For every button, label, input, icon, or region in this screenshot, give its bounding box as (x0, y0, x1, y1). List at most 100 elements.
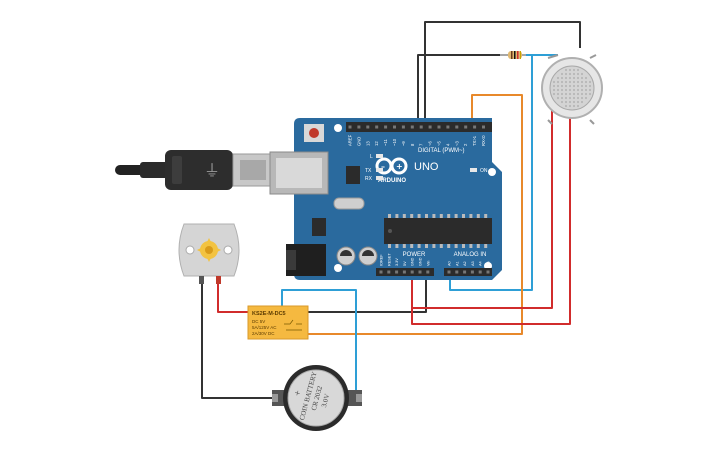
mesh-dot (568, 68, 572, 72)
digital-pin-hole[interactable] (482, 125, 485, 129)
mesh-dot (580, 72, 584, 76)
digital-pin-hole[interactable] (428, 125, 432, 129)
digital-pin-label: ~9 (401, 141, 406, 146)
digital-pin-hole[interactable] (375, 125, 379, 129)
digital-pin-hole[interactable] (401, 125, 405, 129)
mesh-dot (552, 80, 556, 84)
digital-pin-hole[interactable] (357, 125, 361, 129)
dc-motor[interactable] (178, 223, 240, 284)
digital-pin-hole[interactable] (348, 125, 352, 129)
digital-pin-hole[interactable] (366, 125, 370, 129)
mesh-dot (580, 92, 584, 96)
analog-pin-hole[interactable] (478, 270, 482, 274)
chip-leg (484, 244, 488, 248)
power-pin-hole[interactable] (379, 270, 383, 274)
mesh-dot (572, 68, 576, 72)
relay[interactable]: KS2E-M-DC5 DC 5V 5A/125V AC 2A/30V DC (247, 305, 309, 340)
wire-black-sensor-gnd[interactable] (424, 21, 581, 128)
analog-pin-hole[interactable] (455, 270, 459, 274)
digital-pin-hole[interactable] (419, 125, 423, 129)
mesh-dot (568, 84, 572, 88)
mesh-dot (552, 92, 556, 96)
resistor-band (520, 51, 521, 59)
analog-pin-label: A5 (487, 261, 491, 266)
motor-shaft-gear-icon (197, 238, 221, 262)
digital-pin-label: 8 (410, 143, 415, 146)
voltage-regulator (312, 218, 326, 236)
wire-blue-relay-battery[interactable] (281, 289, 357, 398)
power-pin-label: RESET (387, 253, 391, 266)
mesh-dot (552, 84, 556, 88)
digital-header[interactable] (346, 122, 492, 132)
power-pin-hole[interactable] (402, 270, 406, 274)
analog-pin-hole[interactable] (470, 270, 474, 274)
digital-pin-hole[interactable] (437, 125, 441, 129)
wire-red-5v-sensor-b[interactable] (411, 108, 571, 325)
wire-red-motor-relay[interactable] (217, 282, 250, 313)
power-pin-hole[interactable] (426, 270, 430, 274)
wire-red-5v-sensor[interactable] (411, 108, 553, 309)
sensor-leg (547, 119, 553, 125)
chip-leg (388, 244, 391, 248)
crystal-oscillator (333, 197, 365, 210)
power-pin-hole[interactable] (410, 270, 414, 274)
atmega-chip (384, 218, 492, 244)
battery-plus-icon: + (292, 389, 304, 398)
mesh-dot (568, 72, 572, 76)
chip-leg (484, 214, 488, 218)
analog-pin-hole[interactable] (447, 270, 451, 274)
digital-pin-hole[interactable] (455, 125, 459, 129)
mesh-dot (568, 76, 572, 80)
digital-pin-hole[interactable] (393, 125, 396, 129)
power-pin-hole[interactable] (387, 270, 391, 274)
digital-pin-label: ~5 (437, 141, 442, 146)
digital-pin-holes (348, 125, 485, 129)
mesh-dot (576, 104, 580, 108)
mesh-dot (560, 80, 564, 84)
digital-pin-hole[interactable] (384, 125, 388, 129)
sensor-mesh (549, 65, 595, 111)
gas-sensor[interactable] (541, 54, 603, 125)
mesh-dot (572, 84, 576, 88)
mesh-dot (576, 88, 580, 92)
digital-pin-label: ~6 (428, 141, 433, 146)
mesh-dot (568, 88, 572, 92)
relay-line-1: DC 5V (252, 319, 265, 324)
battery-line-3: 3.0V (320, 393, 331, 408)
mesh-dot (584, 96, 588, 100)
usb-strain-relief (140, 162, 170, 178)
power-pin-hole[interactable] (395, 270, 399, 274)
wire-black-motor-battery[interactable] (201, 282, 276, 399)
analog-pin-label: A2 (463, 261, 467, 266)
usb-cable[interactable]: ⏚ (115, 150, 274, 190)
resistor[interactable] (508, 51, 522, 59)
mesh-dot (564, 104, 568, 108)
digital-pin-hole[interactable] (473, 125, 477, 129)
digital-pin-hole[interactable] (464, 125, 468, 129)
chip-leg (439, 244, 443, 248)
mounting-hole (334, 264, 342, 272)
mesh-dot (568, 92, 572, 96)
digital-pin-label: TX>1 (472, 135, 477, 146)
mesh-dot (568, 104, 572, 108)
motor-mount-hole (185, 245, 195, 255)
led-tx-icon (376, 168, 383, 172)
analog-pin-hole[interactable] (463, 270, 467, 274)
led-rx-label: RX (365, 176, 373, 182)
digital-pin-hole[interactable] (446, 125, 450, 129)
mesh-dot (584, 84, 588, 88)
chip-leg (462, 214, 465, 218)
bottom-pin-holes (379, 270, 490, 274)
svg-text:+: + (396, 162, 403, 171)
sensor-mesh-dots (552, 68, 592, 108)
digital-pin-hole[interactable] (410, 125, 414, 129)
power-pin-hole[interactable] (418, 270, 422, 274)
wire-orange-pin-relay[interactable] (306, 94, 523, 335)
coin-battery[interactable]: + COIN BATTERY CR 2032 3.0V (272, 365, 362, 431)
usb-plug-grip (172, 156, 182, 184)
analog-pin-hole[interactable] (486, 270, 490, 274)
chip-leg (476, 244, 480, 248)
analog-header[interactable] (444, 268, 492, 276)
reset-button[interactable] (309, 128, 319, 138)
